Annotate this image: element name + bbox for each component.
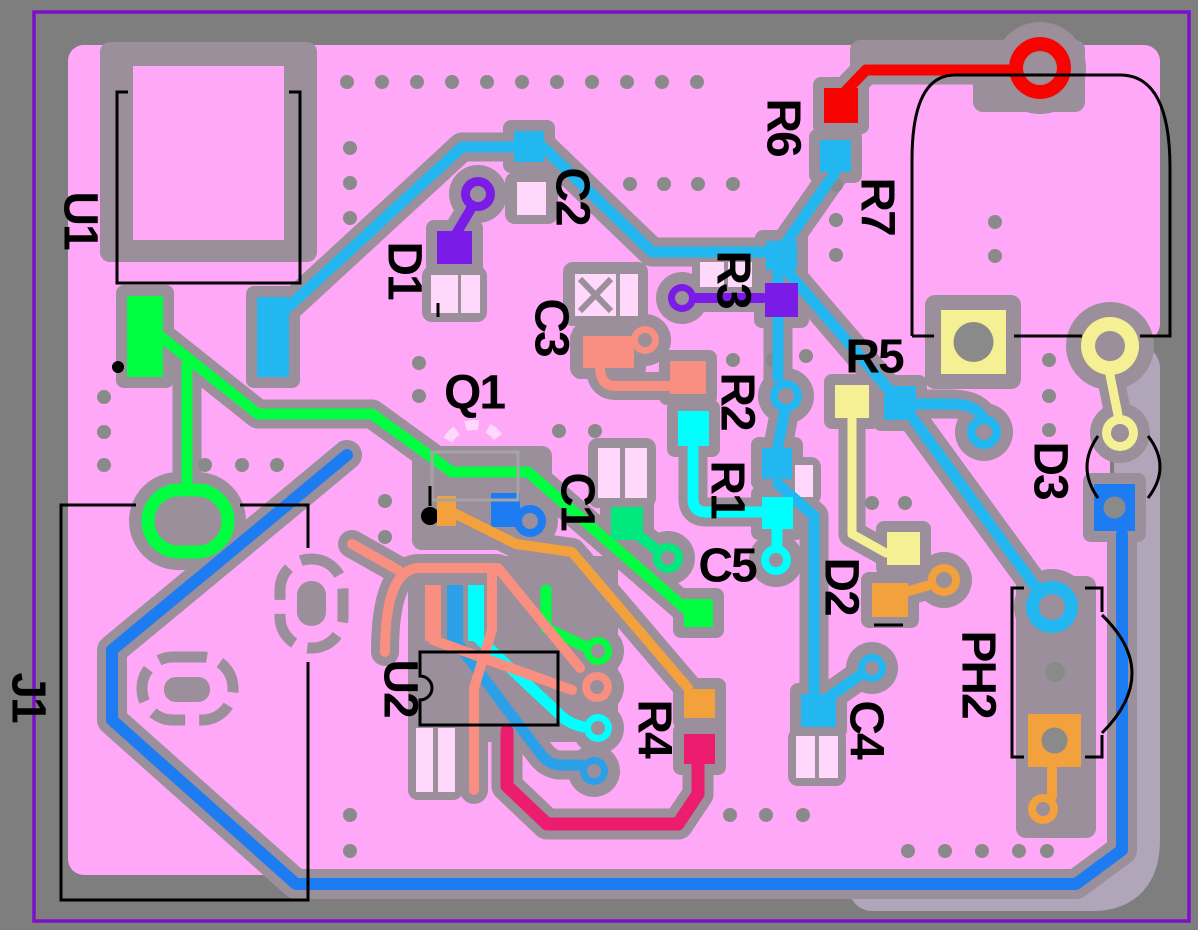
- board-outline-frame: [32, 10, 1191, 923]
- net-red[interactable]: [824, 37, 1071, 123]
- refdes-U1[interactable]: U1: [54, 191, 107, 250]
- refdes-R4[interactable]: R4: [628, 699, 681, 759]
- net-springgreen[interactable]: [611, 507, 683, 573]
- refdes-D3[interactable]: D3: [1024, 441, 1077, 499]
- refdes-D1[interactable]: D1: [378, 241, 431, 300]
- net-orange[interactable]: [437, 496, 1081, 824]
- refdes-C2[interactable]: C2: [546, 167, 599, 225]
- net-midblue[interactable]: [447, 585, 608, 785]
- refdes-R2[interactable]: R2: [711, 372, 764, 430]
- net-salmon[interactable]: [347, 326, 706, 795]
- refdes-D2[interactable]: D2: [815, 557, 868, 615]
- net-purple[interactable]: [437, 177, 798, 317]
- refdes-C4[interactable]: C4: [840, 700, 893, 760]
- refdes-C1[interactable]: C1: [551, 472, 604, 531]
- refdes-R7[interactable]: R7: [851, 177, 904, 235]
- refdes-J1[interactable]: J1: [2, 672, 55, 723]
- refdes-R5[interactable]: R5: [845, 331, 906, 384]
- net-yellow[interactable]: [835, 310, 1139, 565]
- refdes-R3[interactable]: R3: [707, 250, 760, 308]
- silkscreen-outlines: [59, 73, 1172, 902]
- refdes-U2[interactable]: U2: [374, 659, 427, 717]
- refdes-C3[interactable]: C3: [525, 298, 578, 356]
- refdes-C5[interactable]: C5: [698, 540, 759, 593]
- refdes-PH2[interactable]: PH2: [952, 630, 1005, 718]
- net-cyan[interactable]: [257, 131, 1078, 727]
- refdes-Q1[interactable]: Q1: [444, 367, 507, 420]
- refdes-R1[interactable]: R1: [701, 460, 754, 519]
- refdes-R6[interactable]: R6: [757, 98, 810, 156]
- net-crimson[interactable]: [500, 724, 715, 831]
- unconnected-pads[interactable]: [416, 182, 838, 792]
- net-green[interactable]: [127, 296, 713, 665]
- drill-dots: [97, 75, 1056, 858]
